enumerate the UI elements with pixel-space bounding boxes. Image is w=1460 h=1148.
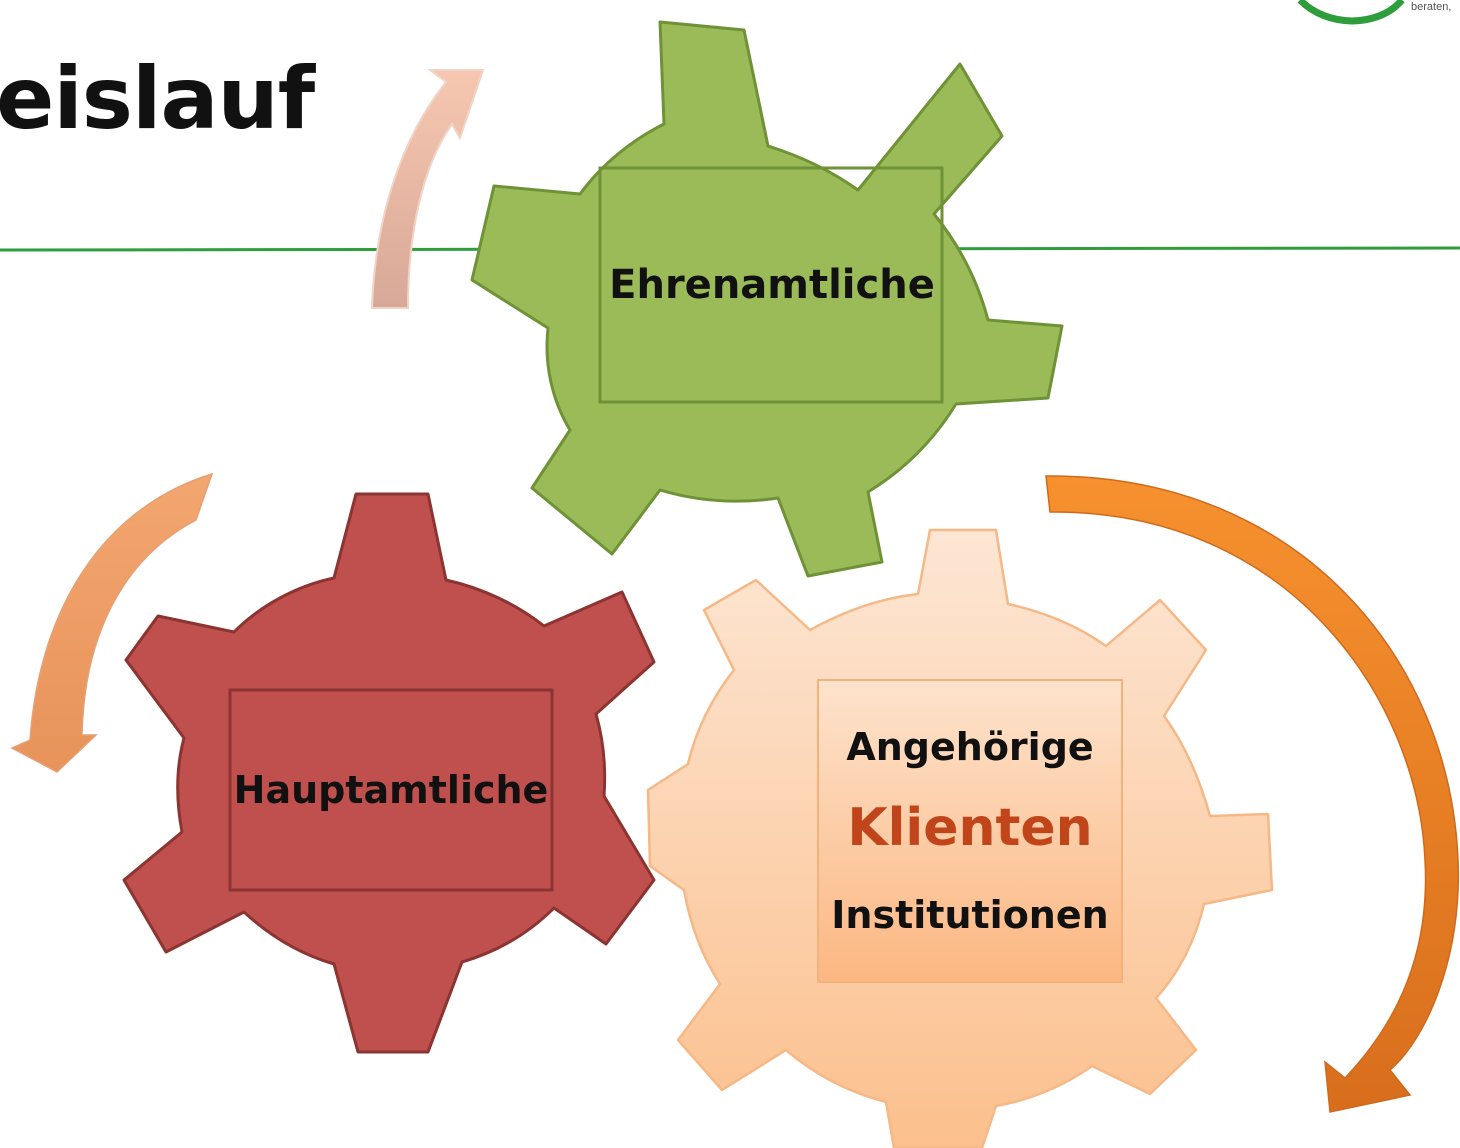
cycle-arrow-right xyxy=(1045,475,1460,1113)
gear-ehrenamtliche: Ehrenamtliche xyxy=(470,20,1064,578)
gear-label-klienten: Klienten xyxy=(847,798,1092,858)
gear-klienten: Angehörige Klienten Institutionen xyxy=(646,528,1274,1148)
gear-label-angehoerige: Angehörige xyxy=(846,725,1093,769)
slide-title: eislauf xyxy=(0,49,315,149)
gear-label-ehrenamtliche: Ehrenamtliche xyxy=(609,262,935,308)
logo-tagline: beraten, xyxy=(1411,1,1452,13)
cycle-arrow-left xyxy=(10,472,214,773)
logo-icon xyxy=(1297,0,1405,25)
cycle-arrow-top xyxy=(370,69,485,309)
gear-hauptamtliche: Hauptamtliche xyxy=(122,492,656,1054)
gear-label-institutionen: Institutionen xyxy=(831,893,1108,937)
gear-label-hauptamtliche: Hauptamtliche xyxy=(234,768,549,812)
